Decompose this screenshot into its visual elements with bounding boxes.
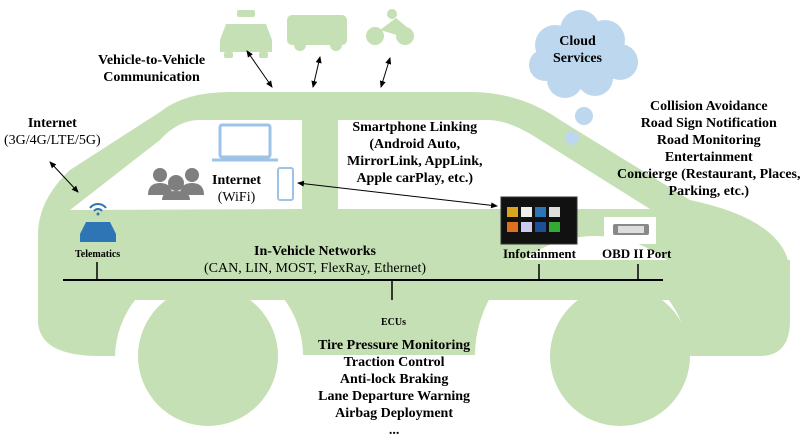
- wifi-internet-label: Internet (WiFi): [212, 173, 261, 205]
- cloud-label: Cloud Services: [553, 34, 602, 66]
- front-wheel: [138, 286, 278, 426]
- v2v-label: Vehicle-to-Vehicle Communication: [98, 53, 206, 85]
- smartphone-link-arrow: [297, 180, 498, 209]
- ecu-functions-list: Tire Pressure Monitoring Traction Contro…: [318, 338, 471, 438]
- obd-port-label: OBD II Port: [602, 246, 672, 261]
- rear-window: [468, 120, 650, 209]
- smartphone-linking-label: Smartphone Linking (Android Auto, Mirror…: [347, 120, 483, 186]
- laptop-icon: [212, 123, 278, 162]
- infotainment-label: Infotainment: [503, 246, 576, 261]
- cellular-internet-label: Internet (3G/4G/LTE/5G): [4, 116, 101, 148]
- telematics-label: Telematics: [75, 249, 121, 260]
- smartphone-icon: [277, 167, 294, 201]
- infotainment-screen-icon: [500, 196, 578, 245]
- cloud-services-list: Collision Avoidance Road Sign Notificati…: [617, 99, 800, 199]
- cloud-shape: [529, 10, 638, 145]
- front-window: [70, 120, 302, 210]
- cellular-arrow: [49, 161, 79, 193]
- v2v-arrow-taxi: [246, 50, 273, 88]
- taxi-icon: [220, 10, 272, 58]
- v2v-arrow-motorcycle: [379, 57, 392, 88]
- v2v-arrow-bus: [311, 56, 322, 88]
- motorcycle-icon: [366, 9, 414, 45]
- in-vehicle-network-label: In-Vehicle Networks (CAN, LIN, MOST, Fle…: [204, 244, 427, 276]
- telematics-icon: [80, 203, 116, 242]
- bus-icon: [287, 15, 347, 51]
- rear-wheel: [550, 286, 690, 426]
- ecus-label: ECUs: [381, 317, 407, 328]
- people-icon: [148, 168, 204, 200]
- obd-port-icon: [604, 217, 656, 244]
